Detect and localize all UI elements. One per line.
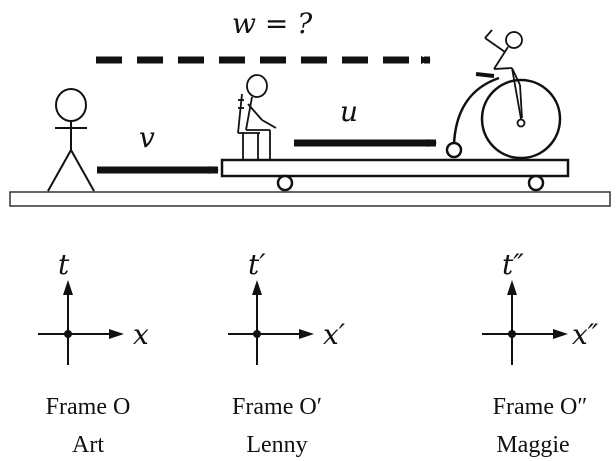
frame-o-t-label: t <box>58 248 70 281</box>
frame-o-double-prime-t-label: t″ <box>502 248 524 281</box>
lenny-seated-figure <box>237 74 277 160</box>
frame-o-prime-x-label: x′ <box>323 318 346 351</box>
frame-o-person: Art <box>72 432 104 458</box>
frame-o-title: Frame O <box>46 394 131 420</box>
frame-o-double-prime-axes <box>482 280 568 365</box>
v-label: v <box>139 121 155 154</box>
frame-o-prime-title: Frame O′ <box>232 394 322 420</box>
train-cart <box>220 158 570 192</box>
frame-o-prime-axes <box>228 280 314 365</box>
maggie-bicycle-figure <box>445 29 562 160</box>
frame-o-double-prime-x-label: x″ <box>572 318 599 351</box>
frame-o-double-prime-person: Maggie <box>496 432 569 458</box>
frame-o-prime-person: Lenny <box>246 432 307 458</box>
art-stick-figure <box>47 88 95 192</box>
u-label: u <box>340 95 358 128</box>
ground <box>9 191 611 207</box>
frame-o-x-label: x <box>133 318 149 351</box>
frame-o-double-prime-title: Frame O″ <box>493 394 588 420</box>
frame-o-axes <box>38 280 124 365</box>
w-label: w = ? <box>232 7 313 40</box>
frame-o-prime-t-label: t′ <box>248 248 266 281</box>
